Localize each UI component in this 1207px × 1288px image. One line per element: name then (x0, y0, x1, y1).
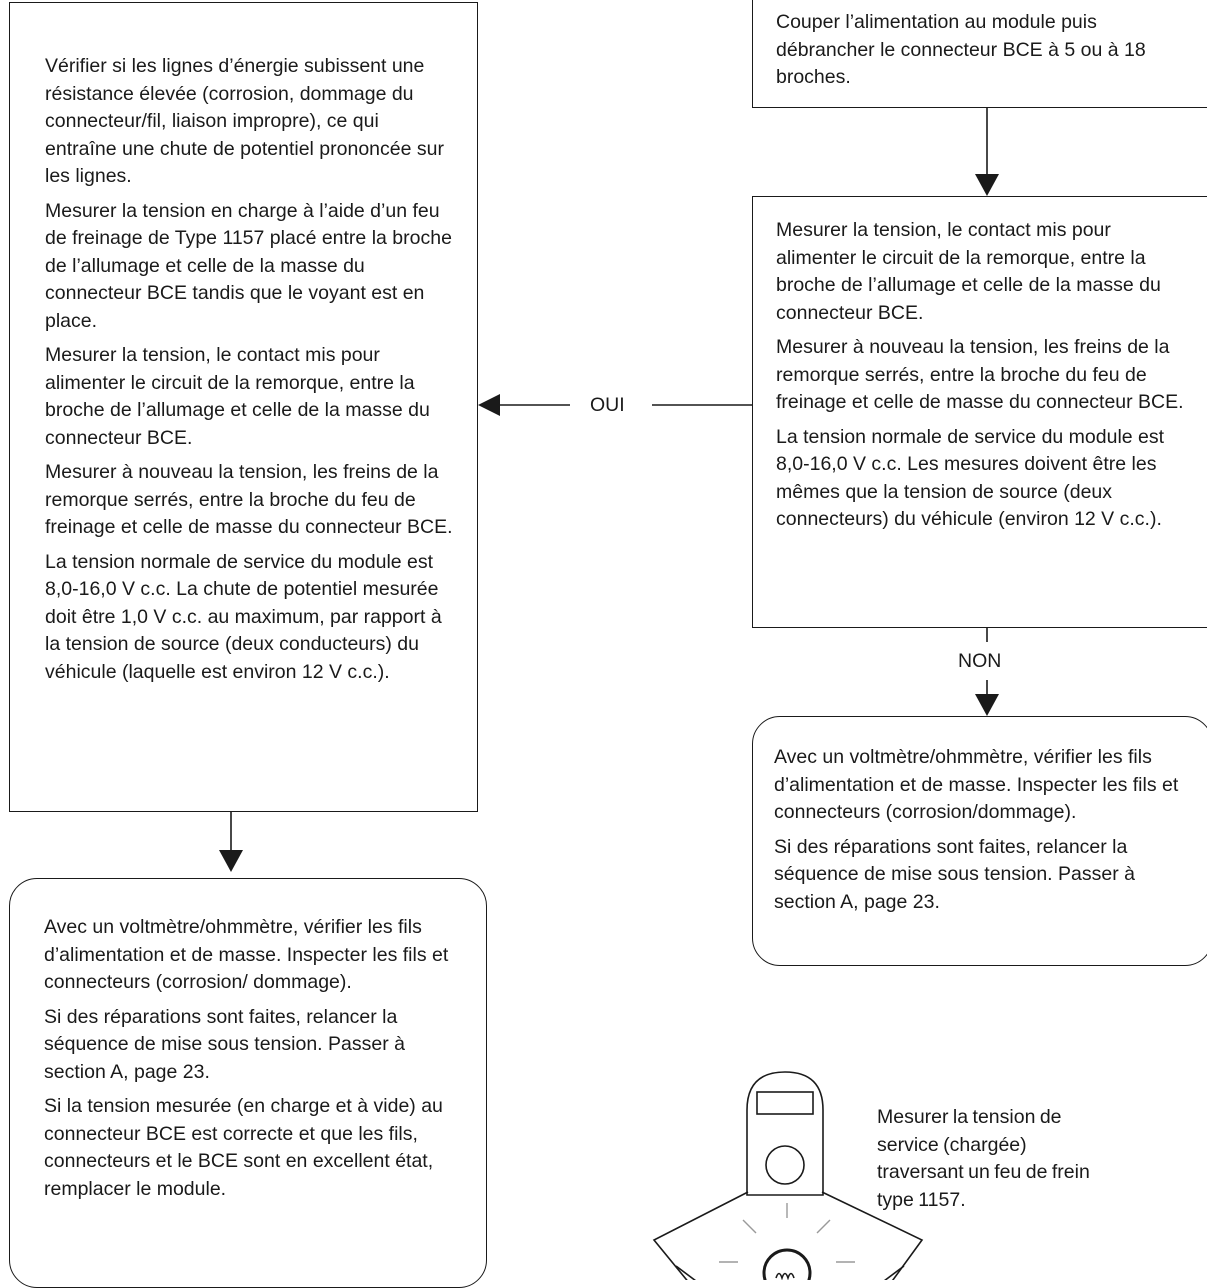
arrowhead-left-yes (478, 394, 500, 416)
check-resistance-box: Vérifier si les lignes d’énergie subisse… (9, 2, 478, 812)
check-resistance-para-4: Mesurer à nouveau la tension, les freins… (45, 461, 453, 538)
lamp-light-rays (719, 1203, 855, 1263)
illustration-caption: Mesurer la tension de service (chargée) … (877, 1106, 1090, 1211)
measure-voltage-box: Mesurer la tension, le contact mis pour … (752, 196, 1207, 628)
probe-tip-right (883, 1265, 905, 1280)
multimeter-display (756, 1091, 814, 1115)
yes-label: OUI (590, 394, 625, 416)
inspect-wires-right-para-1: Avec un voltmètre/ohmmètre, vérifier les… (774, 746, 1179, 823)
brake-lamp-bulb (762, 1248, 812, 1280)
probe-lead-left (652, 1191, 749, 1280)
inspect-wires-left-box: Avec un voltmètre/ohmmètre, vérifier les… (9, 878, 487, 1288)
step-disconnect-text: Couper l’alimentation au module puis déb… (776, 11, 1146, 88)
check-resistance-para-2: Mesurer la tension en charge à l’aide d’… (45, 199, 452, 332)
check-resistance-para-1: Vérifier si les lignes d’énergie subisse… (45, 55, 444, 187)
check-resistance-para-5: La tension normale de service du module … (45, 550, 442, 683)
check-resistance-para-3: Mesurer la tension, le contact mis pour … (45, 344, 430, 449)
inspect-wires-right-box: Avec un voltmètre/ohmmètre, vérifier les… (752, 716, 1207, 966)
arrowhead-down-left (219, 850, 243, 872)
probe-tip-left (675, 1265, 697, 1280)
inspect-wires-left-para-3: Si la tension mesurée (en charge et à vi… (44, 1095, 443, 1200)
inspect-wires-right-para-2: Si des réparations sont faites, relancer… (774, 835, 1135, 913)
bulb-filament (775, 1272, 795, 1280)
measure-voltage-para-3: La tension normale de service du module … (776, 425, 1165, 531)
measure-voltage-para-2: Mesurer à nouveau la tension, les freins… (776, 336, 1184, 413)
arrowhead-down-top (975, 174, 999, 196)
inspect-wires-left-para-1: Avec un voltmètre/ohmmètre, vérifier les… (44, 916, 449, 993)
measure-voltage-para-1: Mesurer la tension, le contact mis pour … (776, 219, 1161, 324)
arrowhead-down-no (975, 694, 999, 716)
no-label: NON (958, 650, 1002, 672)
step-disconnect-box: Couper l’alimentation au module puis déb… (752, 0, 1207, 108)
multimeter-dial (765, 1145, 805, 1185)
inspect-wires-left-para-2: Si des réparations sont faites, relancer… (44, 1005, 405, 1083)
